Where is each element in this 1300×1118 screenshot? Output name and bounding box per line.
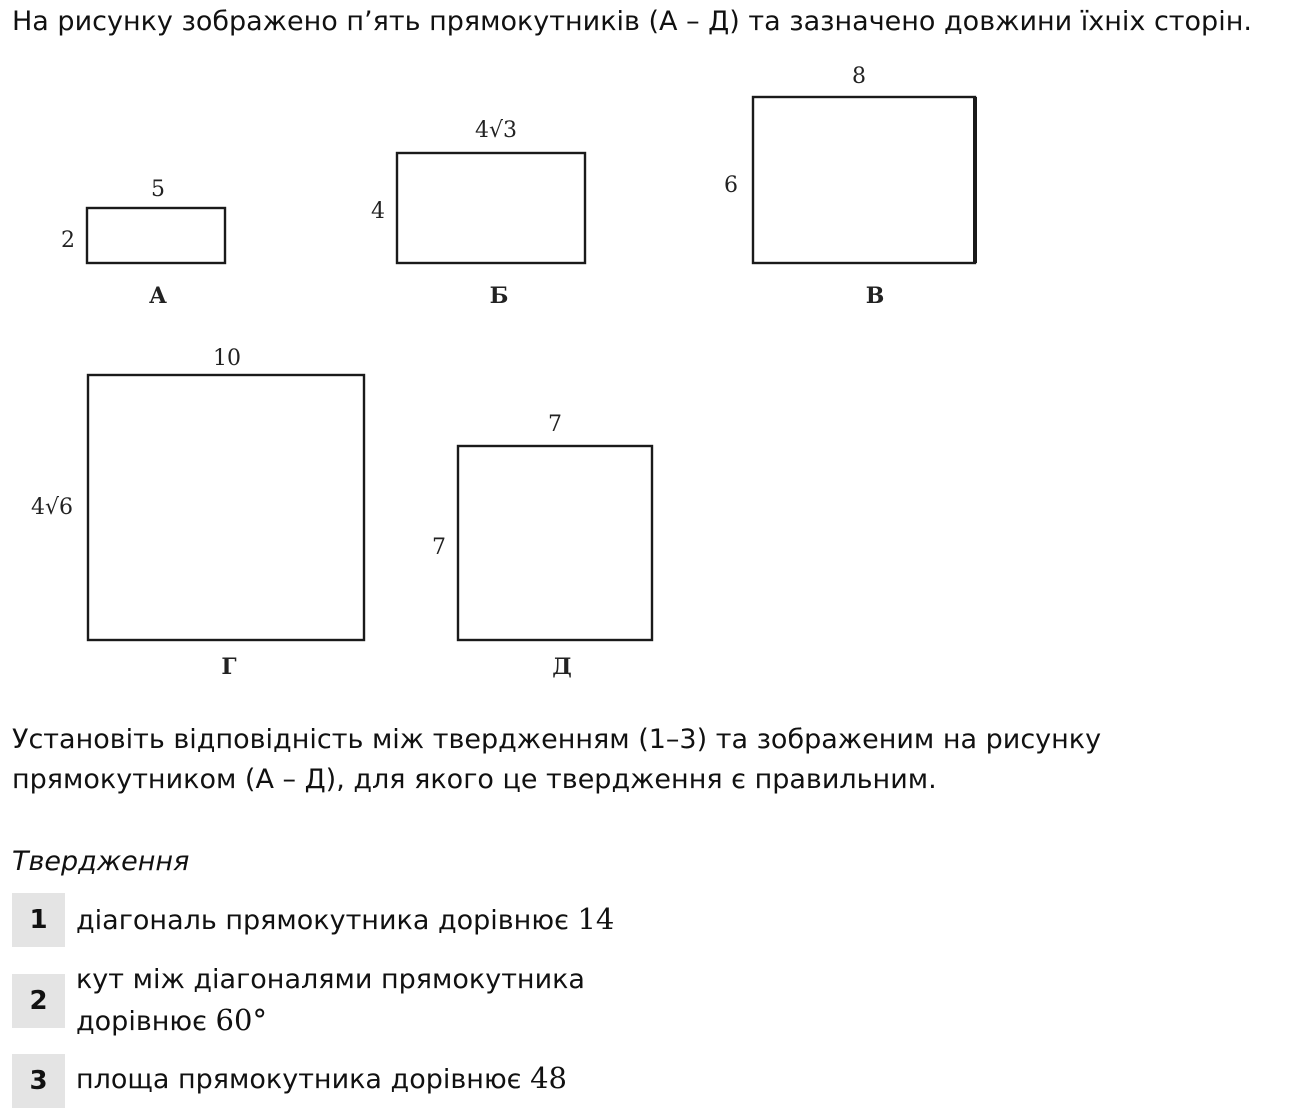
rectangle-v: 8 6 В: [724, 64, 977, 309]
rectangle-g-letter: Г: [221, 654, 236, 680]
statement-2-line-2: дорівнює: [76, 1006, 207, 1037]
rectangle-v-height-label: 6: [724, 173, 738, 198]
statement-3-body: площа прямокутника дорівнює: [76, 1064, 522, 1095]
rectangle-b-letter: Б: [490, 283, 509, 309]
statement-3-number: 3: [12, 1054, 65, 1108]
intro-text: На рисунку зображено п’ять прямокутників…: [12, 6, 1252, 37]
rectangle-d-shape: [456, 444, 654, 642]
statement-3: 3 площа прямокутника дорівнює 48: [12, 1054, 567, 1108]
rectangle-g-shape: [86, 373, 366, 642]
statement-1-text: діагональ прямокутника дорівнює 14: [65, 893, 614, 947]
statement-2-line-1: кут між діагоналями прямокутника: [76, 964, 585, 995]
rectangle-g-width-label: 10: [213, 346, 241, 371]
rectangle-g-height-label: 4√6: [31, 495, 73, 520]
statement-2-text: кут між діагоналями прямокутника дорівню…: [65, 960, 585, 1037]
rectangle-a-letter: А: [149, 283, 167, 309]
rectangle-b-height-label: 4: [371, 199, 385, 224]
statement-1-value: 14: [577, 902, 615, 936]
rectangle-v-letter: В: [866, 283, 885, 309]
statement-1-number: 1: [12, 893, 65, 947]
rectangle-d-height-label: 7: [432, 535, 446, 560]
statement-2: 2 кут між діагоналями прямокутника дорів…: [12, 964, 585, 1037]
statement-2-number: 2: [12, 974, 65, 1028]
task-line-2: прямокутником (А – Д), для якого це твер…: [12, 764, 937, 795]
rectangle-d-width-label: 7: [548, 412, 562, 437]
rectangles-figure: 5 2 А 4√3 4 Б 8 6 В 10 4√6 Г 7 7 Д: [31, 64, 977, 680]
rectangle-v-shape: [751, 95, 977, 265]
statement-2-value: 60°: [215, 1003, 267, 1037]
rectangle-g: 10 4√6 Г: [31, 346, 366, 680]
rectangle-a-shape: [85, 206, 227, 265]
rectangle-b-shape: [395, 151, 587, 265]
rectangle-b: 4√3 4 Б: [371, 118, 587, 309]
rectangle-a-height-label: 2: [61, 228, 75, 253]
task-text: Установіть відповідність між твердженням…: [12, 720, 1282, 800]
statements-heading: Твердження: [12, 846, 190, 877]
rectangle-d: 7 7 Д: [432, 412, 654, 680]
rectangle-a: 5 2 А: [61, 177, 227, 309]
statement-1-body: діагональ прямокутника дорівнює: [76, 905, 569, 936]
rectangle-d-letter: Д: [552, 654, 572, 680]
statement-1: 1 діагональ прямокутника дорівнює 14: [12, 893, 614, 947]
statement-3-text: площа прямокутника дорівнює 48: [65, 1054, 567, 1108]
task-line-1: Установіть відповідність між твердженням…: [12, 724, 1102, 755]
rectangle-a-width-label: 5: [151, 177, 165, 202]
statement-3-value: 48: [530, 1061, 567, 1095]
rectangle-b-width-label: 4√3: [475, 118, 517, 143]
rectangle-v-width-label: 8: [852, 64, 866, 89]
